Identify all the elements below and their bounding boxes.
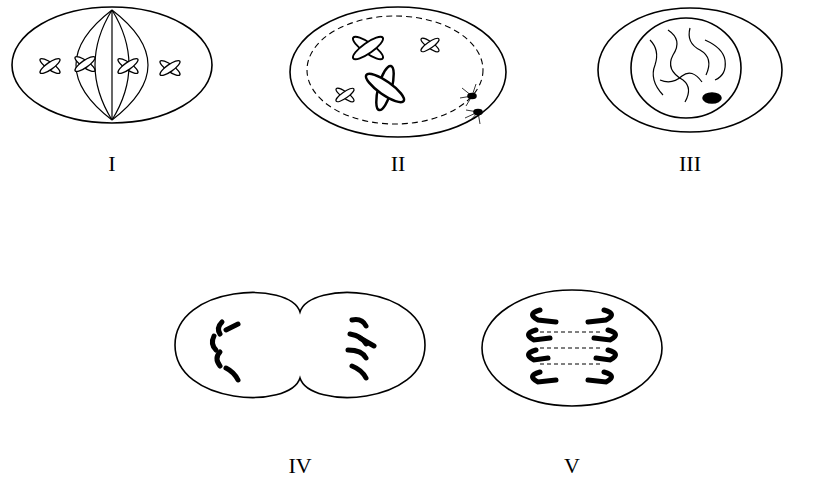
dividing-cell-outline xyxy=(175,293,425,398)
stage-label: V xyxy=(564,455,580,477)
cell-outline xyxy=(598,8,782,132)
stage-label: IV xyxy=(288,455,311,477)
nucleolus xyxy=(703,93,721,103)
nucleus xyxy=(631,18,741,118)
stage-label: I xyxy=(108,153,115,175)
chromosomes xyxy=(334,33,440,115)
nuclear-envelope xyxy=(307,16,483,124)
stage-label: II xyxy=(391,153,406,175)
chromatin xyxy=(650,28,725,102)
centrioles xyxy=(460,84,482,124)
cell-outline xyxy=(12,7,212,123)
chromosomes xyxy=(212,320,374,380)
cell-outline xyxy=(482,290,662,406)
chromosomes xyxy=(528,310,615,382)
stage-label: III xyxy=(679,153,701,175)
chromosomes xyxy=(38,54,182,77)
cell-outline xyxy=(290,7,506,137)
